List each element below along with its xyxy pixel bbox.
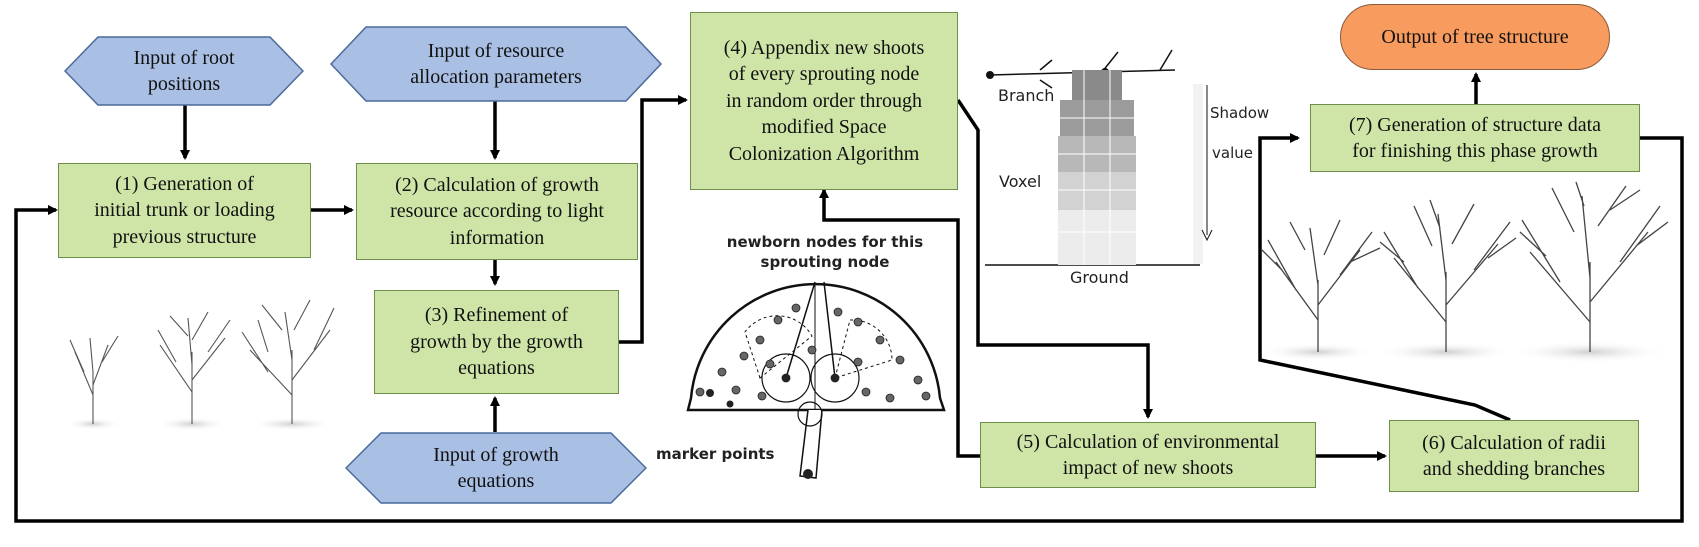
voxel-label: Voxel <box>999 172 1042 191</box>
step-6-box: (6) Calculation of radii and shedding br… <box>1389 420 1639 492</box>
arrow-step4-to-step5 <box>956 99 1153 419</box>
input-growth-equations: Input of growth equations <box>345 432 647 504</box>
input-root-text: Input of root positions <box>133 46 235 95</box>
step-3-box: (3) Refinement of growth by the growth e… <box>374 290 619 394</box>
step-7-box: (7) Generation of structure data for fin… <box>1310 104 1640 172</box>
step-1-box: (1) Generation of initial trunk or loadi… <box>58 163 311 258</box>
arrow-step3-to-step4 <box>619 95 688 344</box>
hexagon-shape <box>330 26 662 102</box>
tree-illustrations-small <box>65 299 335 431</box>
input-resource-text: Input of resource allocation parameters <box>410 39 582 88</box>
step-2-text: (2) Calculation of growth resource accor… <box>390 173 604 249</box>
step-4-box: (4) Appendix new shoots of every sprouti… <box>690 12 958 190</box>
arrow-step5-to-step4 <box>819 188 980 458</box>
voxel-shadow-figure <box>985 49 1213 266</box>
shadow-label: Shadow <box>1210 104 1270 122</box>
output-box: Output of tree structure <box>1340 4 1610 70</box>
step-5-box: (5) Calculation of environmental impact … <box>980 422 1316 488</box>
space-colonization-figure <box>686 281 946 479</box>
input-root-positions: Input of root positions <box>64 36 304 106</box>
step-3-text: (3) Refinement of growth by the growth e… <box>410 304 583 380</box>
step-7-text: (7) Generation of structure data for fin… <box>1348 113 1602 162</box>
input-resource-parameters: Input of resource allocation parameters <box>330 26 662 102</box>
connectors <box>14 72 1684 523</box>
arrow-loop-back <box>14 136 1684 523</box>
output-text: Output of tree structure <box>1381 25 1569 48</box>
step-4-text: (4) Appendix new shoots of every sprouti… <box>723 37 925 165</box>
tree-illustrations-large <box>1260 181 1670 363</box>
step-6-text: (6) Calculation of radii and shedding br… <box>1422 431 1606 480</box>
step-2-box: (2) Calculation of growth resource accor… <box>356 163 638 260</box>
hexagon-shape <box>64 36 304 106</box>
branch-label: Branch <box>998 86 1055 105</box>
marker-points-label: marker points <box>656 445 775 463</box>
newborn-nodes-label: newborn nodes for this sprouting node <box>726 233 924 272</box>
hexagon-shape <box>345 432 647 504</box>
value-label: value <box>1212 144 1253 162</box>
step-5-text: (5) Calculation of environmental impact … <box>1016 430 1280 479</box>
ground-label: Ground <box>1070 268 1129 287</box>
arrow-step6-to-step7 <box>1258 133 1511 422</box>
input-growth-text: Input of growth equations <box>433 443 559 492</box>
step-1-text: (1) Generation of initial trunk or loadi… <box>94 172 275 248</box>
